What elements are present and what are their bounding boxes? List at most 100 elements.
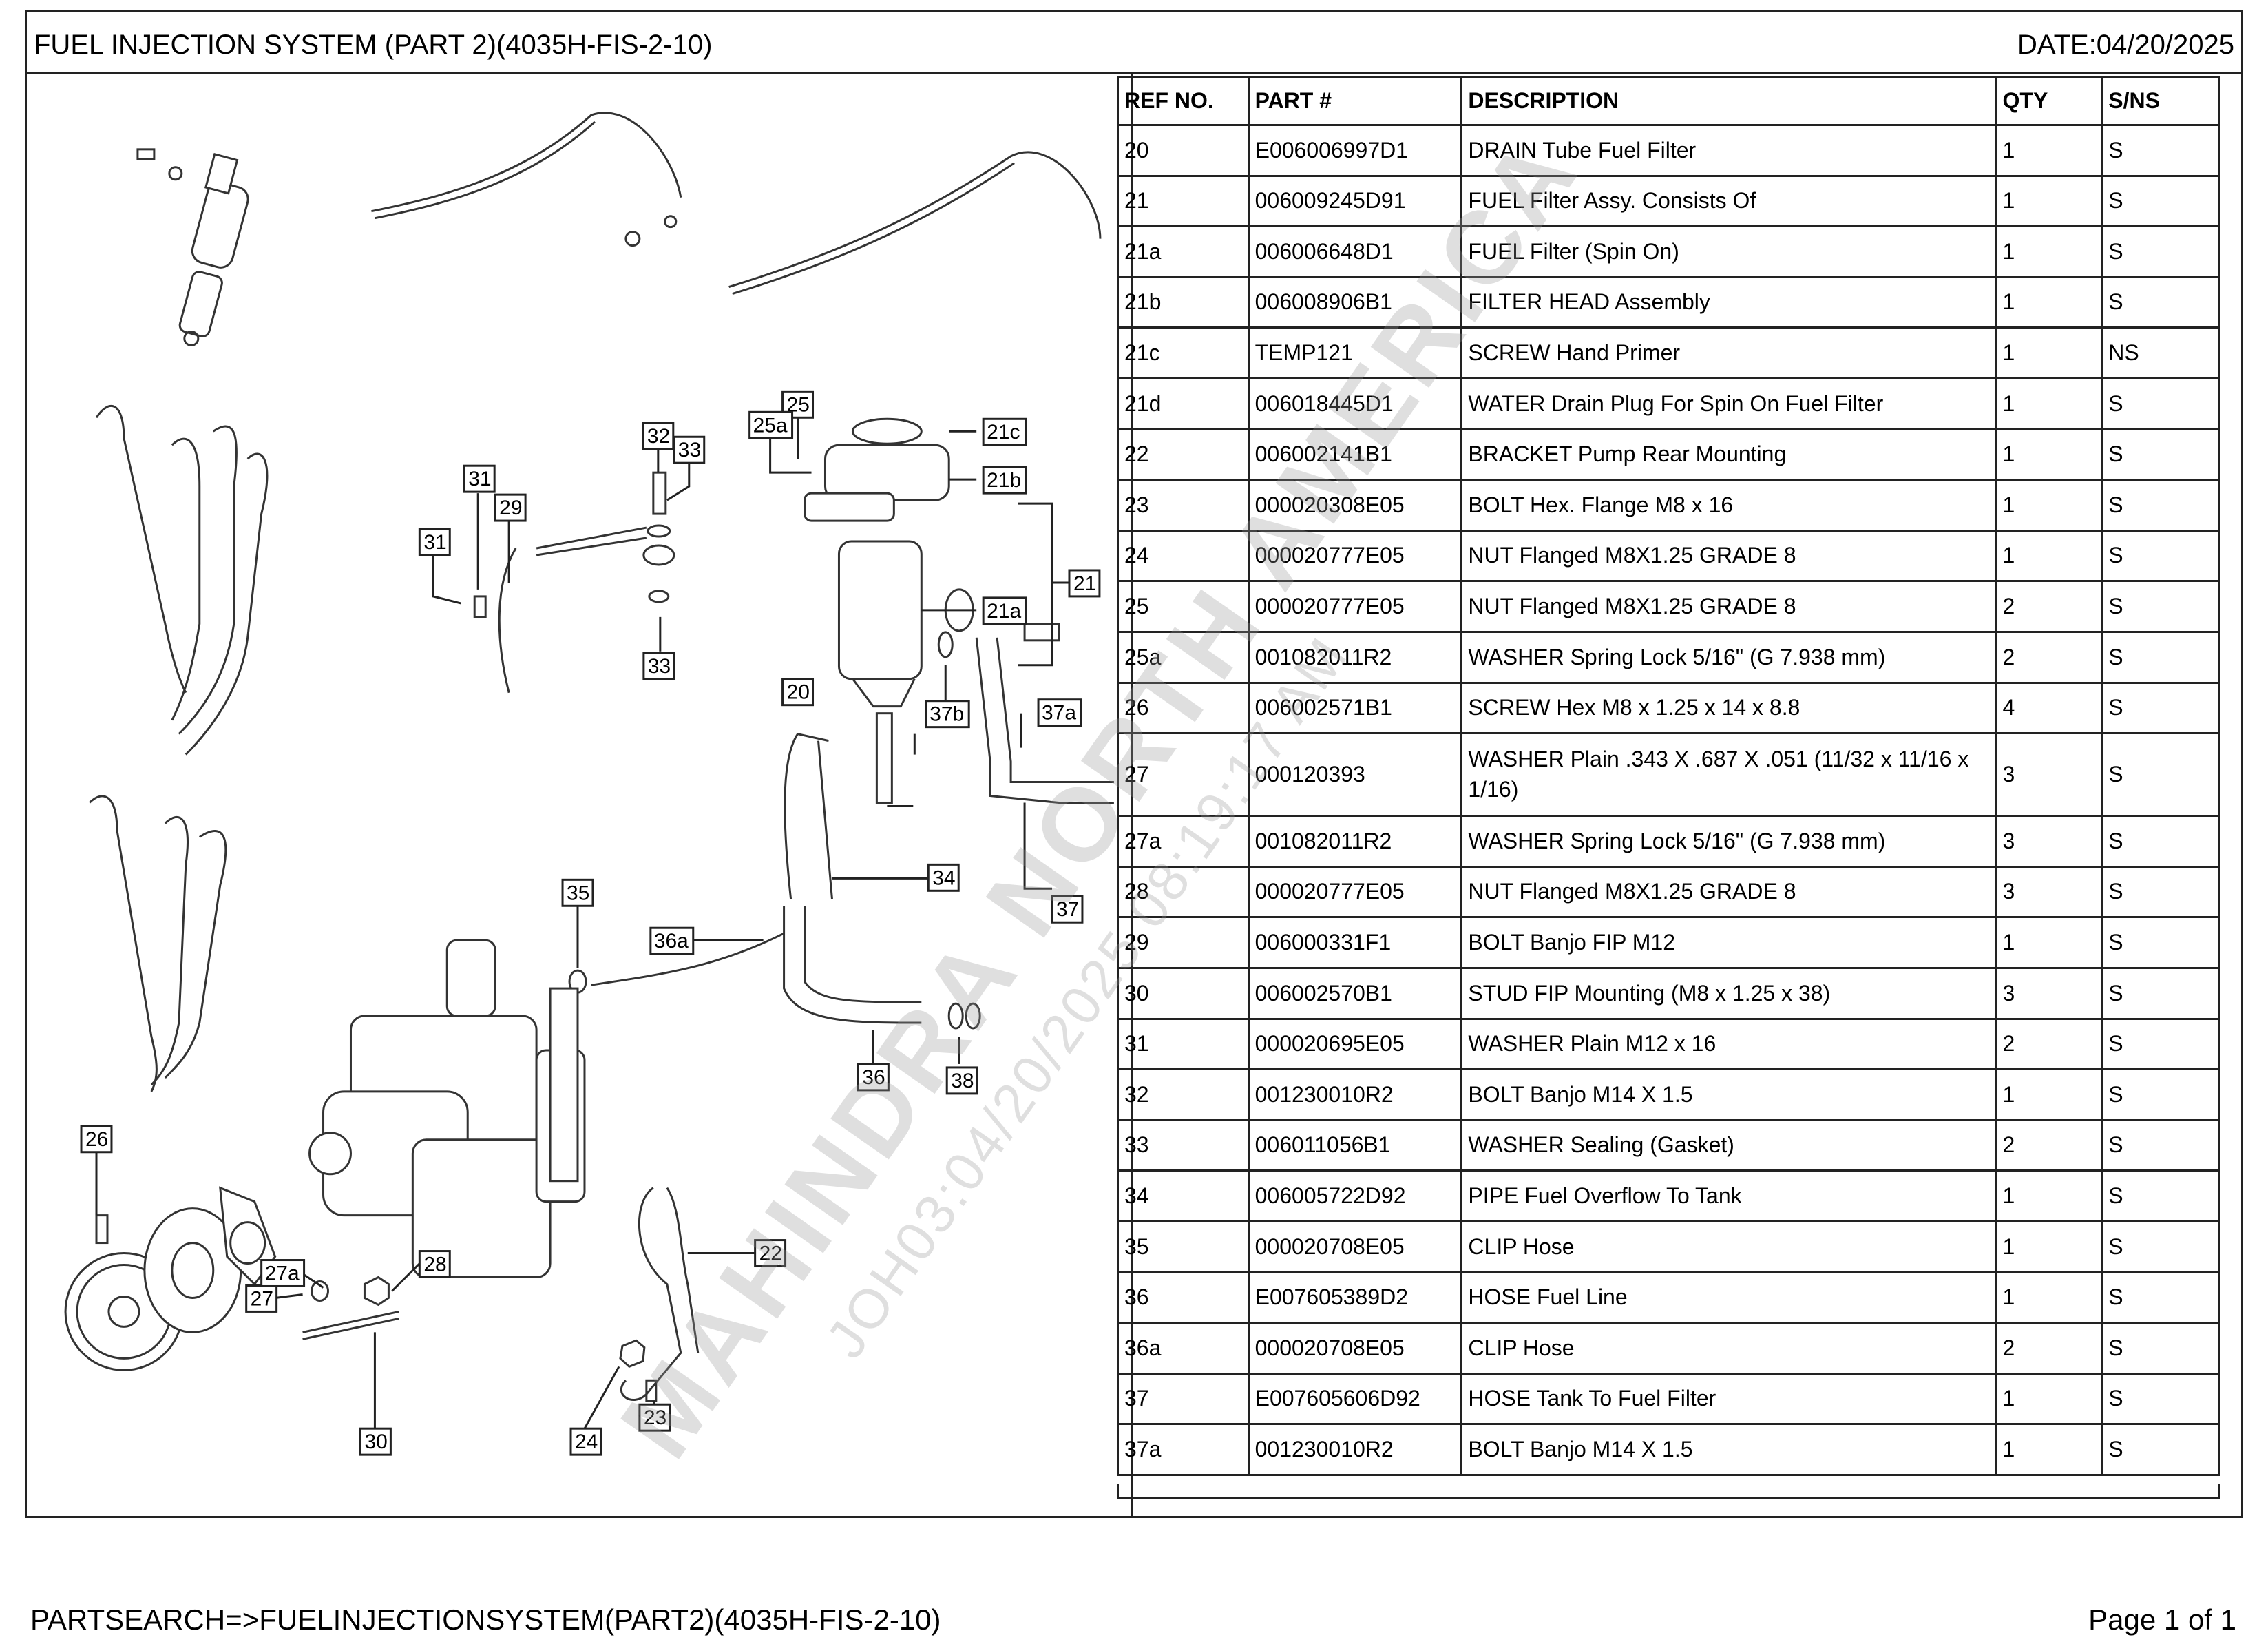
callout-29: 29 — [494, 493, 527, 522]
cell-sns: S — [2101, 1372, 2220, 1426]
cell-sns: S — [2101, 966, 2220, 1020]
cell-part-number: 000020308E05 — [1247, 479, 1463, 532]
cell-qty: 1 — [1995, 1220, 2103, 1273]
svg-text:22: 22 — [759, 1242, 782, 1265]
svg-text:29: 29 — [499, 497, 522, 519]
cell-description: BOLT Banjo M14 X 1.5 — [1460, 1423, 1997, 1476]
callout-36: 36 — [857, 1063, 890, 1092]
cell-description: FUEL Filter Assy. Consists Of — [1460, 174, 1997, 228]
cell-description: FILTER HEAD Assembly — [1460, 275, 1997, 329]
page-number: Page 1 of 1 — [2088, 1603, 2236, 1636]
cell-sns: S — [2101, 124, 2220, 177]
svg-text:27a: 27a — [265, 1262, 300, 1284]
column-header-part-number: PART # — [1247, 76, 1463, 126]
cell-qty: 1 — [1995, 428, 2103, 481]
svg-text:26: 26 — [85, 1128, 108, 1151]
svg-text:33: 33 — [678, 439, 701, 461]
cell-description: WASHER Plain .343 X .687 X .051 (11/32 x… — [1460, 732, 1997, 818]
callout-31-lower: 31 — [418, 528, 451, 556]
svg-text:34: 34 — [932, 866, 955, 889]
table-header-row: REF NO. PART # DESCRIPTION QTY S/NS — [1117, 76, 2220, 126]
cell-description: NUT Flanged M8X1.25 GRADE 8 — [1460, 529, 1997, 583]
cell-part-number: 006018445D1 — [1247, 377, 1463, 430]
cell-qty: 1 — [1995, 916, 2103, 969]
cell-ref-no: 27 — [1117, 732, 1250, 818]
cell-sns: S — [2101, 275, 2220, 329]
cell-part-number: 000020777E05 — [1247, 529, 1463, 583]
callout-37b: 37b — [925, 700, 970, 729]
cell-qty: 3 — [1995, 732, 2103, 818]
cell-ref-no: 26 — [1117, 681, 1250, 735]
callout-27a: 27a — [260, 1259, 306, 1287]
cell-ref-no: 31 — [1117, 1017, 1250, 1071]
cell-sns: S — [2101, 377, 2220, 430]
callout-20: 20 — [781, 678, 815, 707]
cell-qty: 1 — [1995, 1423, 2103, 1476]
cell-sns: S — [2101, 865, 2220, 919]
cell-part-number: 000020695E05 — [1247, 1017, 1463, 1071]
cell-ref-no: 25 — [1117, 580, 1250, 633]
cell-qty: 1 — [1995, 1169, 2103, 1222]
cell-sns: S — [2101, 1068, 2220, 1121]
cell-qty: 2 — [1995, 1017, 2103, 1071]
cell-description: BOLT Banjo M14 X 1.5 — [1460, 1068, 1997, 1121]
cell-qty: 3 — [1995, 815, 2103, 868]
diagram-svg: 20 21 21a 21b 21c 22 23 24 — [64, 112, 1114, 1456]
cell-part-number: 000020708E05 — [1247, 1220, 1463, 1273]
cell-qty: 3 — [1995, 865, 2103, 919]
cell-sns: S — [2101, 732, 2220, 818]
cell-part-number: 006000331F1 — [1247, 916, 1463, 969]
cell-description: WASHER Sealing (Gasket) — [1460, 1118, 1997, 1172]
svg-text:37a: 37a — [1042, 702, 1076, 725]
page-title: FUEL INJECTION SYSTEM (PART 2)(4035H-FIS… — [34, 30, 713, 60]
bracket-sketch — [620, 1187, 700, 1402]
cell-description: HOSE Tank To Fuel Filter — [1460, 1372, 1997, 1426]
cell-qty: 1 — [1995, 225, 2103, 278]
cell-ref-no: 37a — [1117, 1423, 1250, 1476]
svg-text:21a: 21a — [987, 600, 1021, 623]
cell-ref-no: 34 — [1117, 1169, 1250, 1222]
cell-qty: 1 — [1995, 124, 2103, 177]
svg-text:27: 27 — [251, 1287, 273, 1310]
cell-sns: NS — [2101, 326, 2220, 379]
cell-part-number: 006009245D91 — [1247, 174, 1463, 228]
callout-31-upper: 31 — [463, 464, 496, 493]
callout-32: 32 — [642, 422, 675, 450]
cell-ref-no: 21c — [1117, 326, 1250, 379]
cell-sns: S — [2101, 815, 2220, 868]
exploded-view-diagram: 20 21 21a 21b 21c 22 23 24 — [27, 74, 1131, 1516]
callout-30: 30 — [359, 1427, 392, 1456]
cell-qty: 1 — [1995, 1271, 2103, 1324]
callout-21c: 21c — [982, 417, 1027, 446]
cell-sns: S — [2101, 479, 2220, 532]
cell-part-number: 001082011R2 — [1247, 630, 1463, 684]
cell-part-number: E007605389D2 — [1247, 1271, 1463, 1324]
overflow-pipe-sketch — [568, 732, 981, 1030]
cell-qty: 1 — [1995, 174, 2103, 228]
column-header-qty: QTY — [1995, 76, 2103, 126]
print-date: DATE:04/20/2025 — [2017, 30, 2234, 60]
cell-description: FUEL Filter (Spin On) — [1460, 225, 1997, 278]
svg-text:38: 38 — [951, 1070, 974, 1092]
cell-description: PIPE Fuel Overflow To Tank — [1460, 1169, 1997, 1222]
svg-text:24: 24 — [575, 1430, 598, 1453]
cell-ref-no: 27a — [1117, 815, 1250, 868]
